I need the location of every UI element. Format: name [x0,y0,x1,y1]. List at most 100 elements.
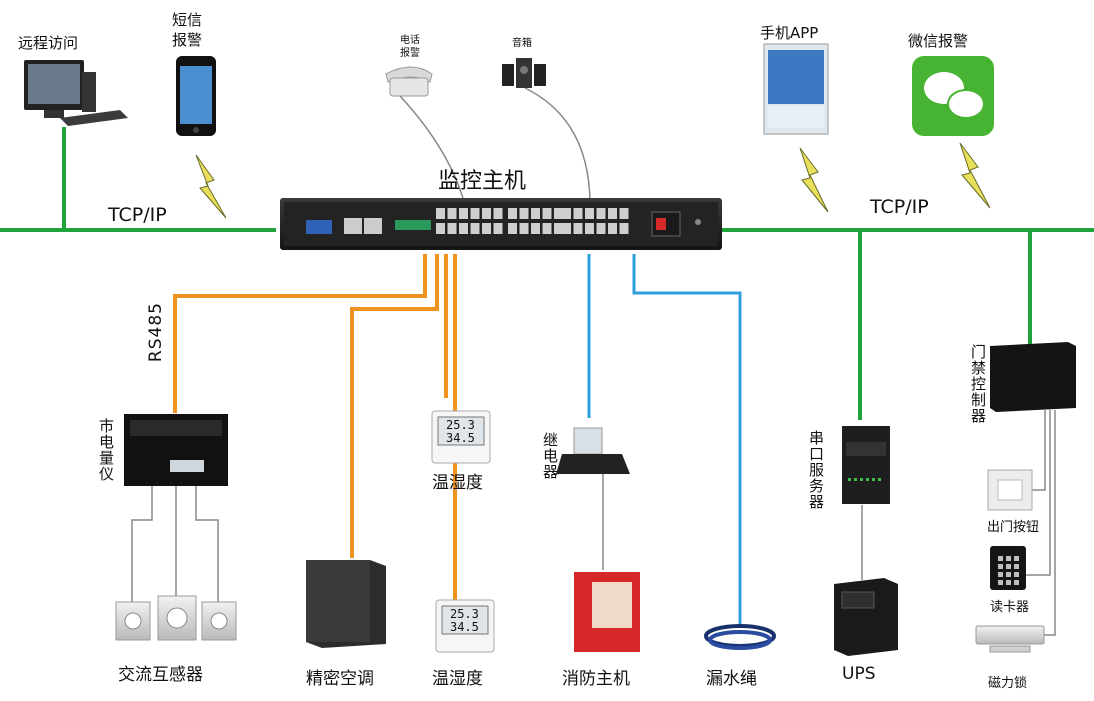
rs485-power-meter [173,254,427,413]
status-led [854,478,857,481]
door-wire-3 [1040,410,1056,636]
monitoring-host [280,198,722,250]
exit-button-label: 出门按钮 [987,520,1040,535]
remote-access-label: 远程访问 [18,34,79,52]
power-meter-icon [124,414,228,486]
ethernet-port [447,208,457,219]
ethernet-port [519,223,529,234]
ethernet-port [573,223,583,234]
ethernet-port [482,223,491,234]
keypad-key [1014,580,1019,585]
ethernet-port [519,208,529,219]
keypad-key [1006,564,1011,569]
ethernet-port [585,223,594,234]
power-meter-label: 市电量仪 [97,418,115,482]
network-lines [0,127,1094,420]
keypad-key [998,556,1003,561]
serial-server-label: 串口服务器 [807,430,825,510]
rs485-label: RS485 [146,302,166,363]
ct-wire-1 [131,484,153,602]
ethernet-port [470,223,480,234]
ethernet-port [542,223,552,234]
ethernet-port [608,208,617,219]
ethernet-port [573,208,583,219]
ethernet-port [508,223,517,234]
lightning-icon [799,147,829,213]
status-led [872,478,875,481]
sensor-humidity-reading-2: 34.5 [450,620,479,634]
ethernet-port [508,208,517,219]
serial-server-icon [842,426,890,504]
ethernet-port [619,208,629,219]
ethernet-port [493,223,503,234]
smartphone-icon [176,56,216,136]
keypad-key [998,580,1003,585]
keypad-key [1006,580,1011,585]
lightning-icon [959,142,991,209]
signal-lines [587,254,742,625]
keypad-key [998,564,1003,569]
ethernet-port [585,208,594,219]
phone-alarm-label: 电话 报警 [400,35,420,59]
sensor-temp-reading: 25.3 [446,418,475,432]
precision-ac-label: 精密空调 [306,669,374,689]
leak-rope-icon [704,624,776,650]
telephone-icon [385,66,433,97]
ethernet-port [596,208,606,219]
keypad-key [1014,564,1019,569]
fire-host-icon [574,572,640,652]
sensor-temp-reading-2: 25.3 [450,607,479,621]
ethernet-port [562,208,571,219]
ups-icon [834,578,898,656]
tcp-label-right: TCP/IP [870,196,929,218]
status-led [848,478,851,481]
lightning-bolts [195,142,991,219]
status-led [866,478,869,481]
sensor-humidity-reading: 34.5 [446,431,475,445]
keypad-key [1006,556,1011,561]
ethernet-port [470,208,480,219]
ethernet-port [554,223,563,234]
ethernet-port [459,223,468,234]
status-led [860,478,863,481]
wechat-alarm-label: 微信报警 [908,32,969,50]
ethernet-port [596,223,606,234]
rs485-precision-ac [350,254,439,558]
precision-ac-icon [306,560,386,648]
ethernet-port [459,208,468,219]
speaker-label: 音箱 [512,38,532,49]
speaker-icon [502,58,546,88]
relay-icon [556,427,630,474]
ethernet-port [447,223,457,234]
current-transformer-icon [115,595,237,641]
relay-label: 继电器 [541,432,559,480]
ethernet-port [436,208,445,219]
card-reader-icon [990,546,1026,590]
sms-alarm-label: 短信 报警 [172,11,203,49]
access-controller-icon [990,342,1076,412]
wechat-icon [912,56,994,136]
card-reader-label: 读卡器 [990,600,1030,615]
ethernet-port [608,223,617,234]
ethernet-port [531,223,540,234]
ethernet-port [619,223,629,234]
keypad-key [1014,572,1019,577]
ethernet-port [562,223,571,234]
status-led [878,478,881,481]
desktop-pc-icon [24,60,128,126]
ct-wire-3 [195,484,219,602]
ethernet-port [542,208,552,219]
temp-humidity-label-1: 温湿度 [432,473,483,493]
fire-host-label: 消防主机 [562,669,630,689]
leak-rope-label: 漏水绳 [706,669,757,689]
speaker-wire [524,87,591,206]
keypad-key [1006,572,1011,577]
temp-humidity-sensor-icon [431,410,495,653]
host-title: 监控主机 [438,169,527,194]
ethernet-port [482,208,491,219]
ct-label: 交流互感器 [118,665,203,685]
tcp-label-left: TCP/IP [108,204,167,226]
ups-label: UPS [842,664,876,684]
